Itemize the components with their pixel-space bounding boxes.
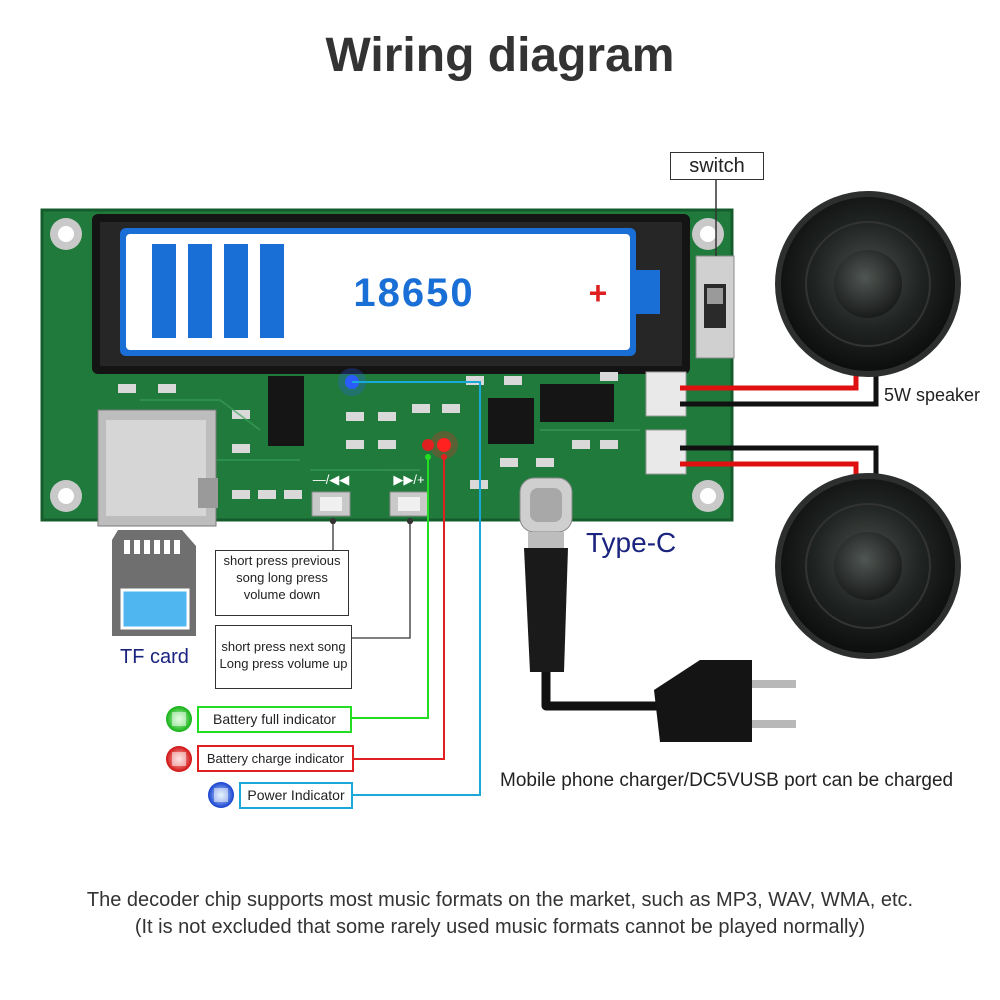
mounting-hole [50, 218, 82, 250]
typec-label: Type-C [586, 527, 677, 558]
ic-chip [540, 384, 614, 422]
diagram-title: Wiring diagram [325, 29, 675, 82]
speaker-wires [680, 374, 879, 478]
speaker-connector [645, 371, 687, 475]
ic-chip [488, 398, 534, 444]
mounting-hole [692, 218, 724, 250]
wall-charger [654, 660, 796, 742]
battery-label: 18650 [353, 271, 474, 315]
switch-label: switch [670, 152, 764, 180]
footer-line-2: (It is not excluded that some rarely use… [134, 916, 866, 938]
prev-push-button [311, 491, 351, 517]
ic-chip [268, 376, 304, 446]
button-leader-lines [329, 517, 414, 639]
speaker-top [775, 191, 961, 377]
mounting-hole [50, 480, 82, 512]
footer-line-1: The decoder chip supports most music for… [86, 889, 914, 911]
usb-type-c-cable [519, 477, 660, 711]
next-button-description: short press next song Long press volume … [215, 625, 352, 689]
mounting-hole [692, 480, 724, 512]
tf-card-icon [112, 530, 196, 636]
power-indicator-label: Power Indicator [239, 782, 353, 809]
green-led-icon [166, 706, 192, 732]
tf-card-slot [97, 409, 218, 527]
next-button-silk: ▶▶/+ [393, 472, 424, 487]
blue-led-icon [208, 782, 234, 808]
pcb-red-led [437, 438, 451, 452]
slide-switch [695, 255, 735, 359]
battery-charge-indicator-label: Battery charge indicator [197, 745, 354, 772]
battery-polarity: + [589, 275, 608, 311]
pcb-red-led [422, 439, 434, 451]
battery-full-indicator-label: Battery full indicator [197, 706, 352, 733]
speaker-label: 5W speaker [884, 385, 981, 405]
red-led-icon [166, 746, 192, 772]
speaker-bottom [775, 473, 961, 659]
prev-button-description: short press previous song long press vol… [215, 550, 349, 616]
next-push-button [389, 491, 429, 517]
battery-18650: 18650 + [120, 228, 660, 356]
prev-button-silk: —/◀◀ [313, 472, 350, 487]
indicator-leader-lines [352, 381, 481, 796]
charger-label: Mobile phone charger/DC5VUSB port can be… [500, 770, 954, 791]
tf-card-label: TF card [120, 646, 189, 668]
